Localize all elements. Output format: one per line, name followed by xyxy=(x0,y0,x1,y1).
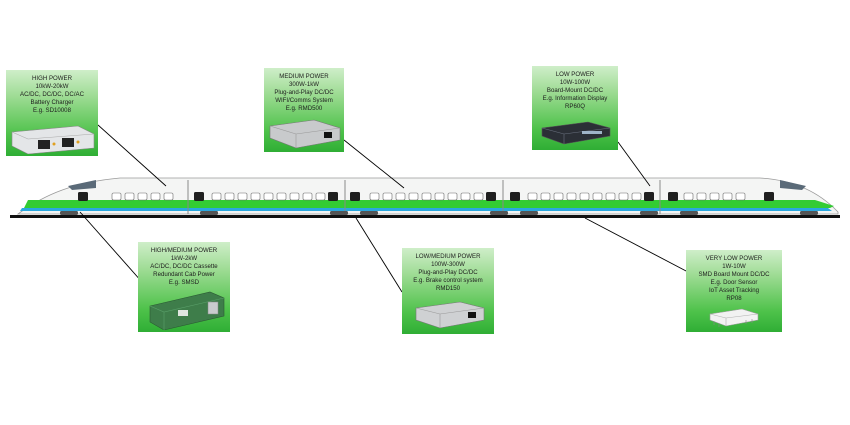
card-low-power: LOW POWER 10W-100W Board-Mount DC/DC E.g… xyxy=(532,66,618,150)
train-bogie xyxy=(800,211,818,215)
train-window xyxy=(605,192,616,201)
train-window xyxy=(527,192,538,201)
leader-line-very-low-power xyxy=(584,217,689,273)
leader-line-high-power xyxy=(97,124,167,187)
train-door-window xyxy=(350,192,360,201)
train-window xyxy=(434,192,445,201)
leader-line-low-power xyxy=(617,141,651,187)
train-door-window xyxy=(328,192,338,201)
train-window xyxy=(302,192,313,201)
rack-converter-icon xyxy=(11,125,95,154)
train-window xyxy=(382,192,393,201)
card-medium-power: MEDIUM POWER 300W-1kW Plug-and-Play DC/D… xyxy=(264,68,344,152)
train-bogie xyxy=(200,211,218,215)
train-window xyxy=(722,192,733,201)
train-window xyxy=(276,192,287,201)
leader-line-medium-power xyxy=(343,139,405,189)
train-window xyxy=(111,192,122,201)
train-window xyxy=(579,192,590,201)
train-bogie xyxy=(520,211,538,215)
train-stripe-blue xyxy=(20,208,832,211)
train-door-window xyxy=(486,192,496,201)
train-door-window xyxy=(764,192,774,201)
train-door-window xyxy=(78,192,88,201)
train-window xyxy=(250,192,261,201)
front-windshield-right xyxy=(780,180,806,190)
card-title: MEDIUM POWER xyxy=(279,73,329,80)
card-high-power: HIGH POWER 10kW-20kW AC/DC, DC/DC, DC/AC… xyxy=(6,70,98,156)
train-window xyxy=(553,192,564,201)
card-title: LOW POWER xyxy=(555,71,595,78)
train-door-window xyxy=(510,192,520,201)
train-window xyxy=(709,192,720,201)
leader-line-low-medium-power xyxy=(355,217,403,293)
train-door-window xyxy=(644,192,654,201)
train-window xyxy=(150,192,161,201)
train-window xyxy=(683,192,694,201)
train-window xyxy=(592,192,603,201)
card-title: LOW/MEDIUM POWER xyxy=(415,253,481,260)
train-window xyxy=(395,192,406,201)
train-bogie xyxy=(640,211,658,215)
train-window xyxy=(224,192,235,201)
train-stripe-green xyxy=(24,200,834,208)
train-window xyxy=(211,192,222,201)
train-window xyxy=(408,192,419,201)
train-window xyxy=(473,192,484,201)
card-high-medium-power: HIGH/MEDIUM POWER 1kW-2kW AC/DC, DC/DC C… xyxy=(138,242,230,332)
train-bogie xyxy=(330,211,348,215)
train-window xyxy=(735,192,746,201)
enclosed-converter-icon xyxy=(269,119,341,149)
smd-module-icon xyxy=(709,308,759,327)
train-window xyxy=(369,192,380,201)
card-low-medium-power: LOW/MEDIUM POWER 100W-300W Plug-and-Play… xyxy=(402,248,494,334)
train-window xyxy=(263,192,274,201)
train-window xyxy=(315,192,326,201)
train-window xyxy=(631,192,642,201)
leader-lines xyxy=(79,124,689,293)
train-bogie xyxy=(490,211,508,215)
rail-track xyxy=(10,215,840,218)
train-window xyxy=(460,192,471,201)
train-window xyxy=(137,192,148,201)
train-bogie xyxy=(360,211,378,215)
leader-line-high-medium-power xyxy=(79,211,143,283)
cassette-module-icon xyxy=(149,291,225,330)
train-window xyxy=(447,192,458,201)
train-window xyxy=(566,192,577,201)
train-window xyxy=(618,192,629,201)
train-window xyxy=(696,192,707,201)
card-title: HIGH/MEDIUM POWER xyxy=(150,247,218,254)
enclosed-converter-small-icon xyxy=(415,301,485,329)
train-window xyxy=(124,192,135,201)
card-very-low-power: VERY LOW POWER 1W-10W SMD Board Mount DC… xyxy=(686,250,782,332)
card-title: HIGH POWER xyxy=(32,75,72,82)
train-window xyxy=(421,192,432,201)
train-bogie xyxy=(60,211,78,215)
train-door-window xyxy=(194,192,204,201)
train-window xyxy=(540,192,551,201)
train-window xyxy=(237,192,248,201)
train-window xyxy=(163,192,174,201)
card-title: VERY LOW POWER xyxy=(705,255,763,262)
train-window xyxy=(289,192,300,201)
train-bogie xyxy=(680,211,698,215)
front-windshield-left xyxy=(68,180,96,190)
train-door-window xyxy=(668,192,678,201)
brick-module-icon xyxy=(541,121,611,145)
